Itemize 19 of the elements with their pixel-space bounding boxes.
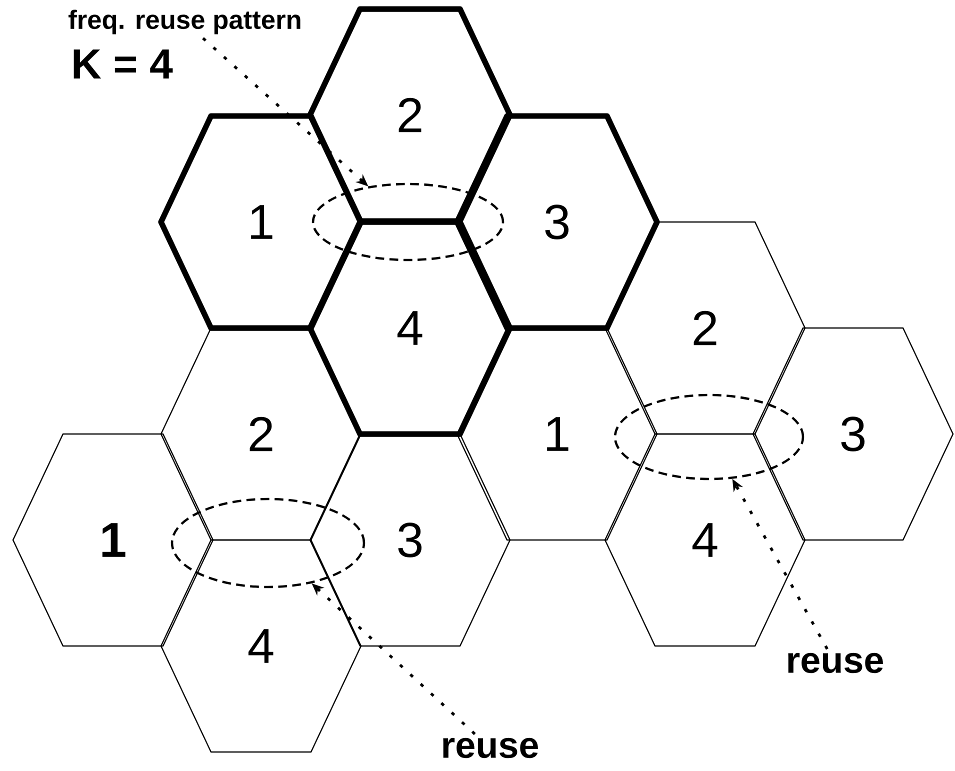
hexagon-cell: 4 xyxy=(307,219,513,437)
hexagon-cell: 3 xyxy=(454,113,660,331)
hexagon-cell: 4 xyxy=(160,539,362,753)
dashed-ellipse xyxy=(614,394,804,480)
annotation-text: reuse xyxy=(443,738,538,758)
hexagon-cell: 1 xyxy=(12,433,214,647)
parameter-label: K = 4 xyxy=(74,50,173,78)
hexagon-cell: 2 xyxy=(307,6,513,224)
hexagon-cell: 2 xyxy=(604,221,806,435)
annotation-text: freq. reuse pattern xyxy=(68,10,300,34)
hexagon-cell: 2 xyxy=(160,327,362,541)
hexagon-cell: 1 xyxy=(158,113,364,331)
dashed-ellipse xyxy=(170,498,366,588)
hexagon-cell: 1 xyxy=(456,327,658,541)
annotation-text: reuse xyxy=(788,652,883,674)
dashed-ellipse xyxy=(312,182,504,262)
hexagon-cell: 4 xyxy=(604,433,806,647)
hexagon-cell: 3 xyxy=(752,327,954,541)
hexagon-cell: 3 xyxy=(309,433,511,647)
